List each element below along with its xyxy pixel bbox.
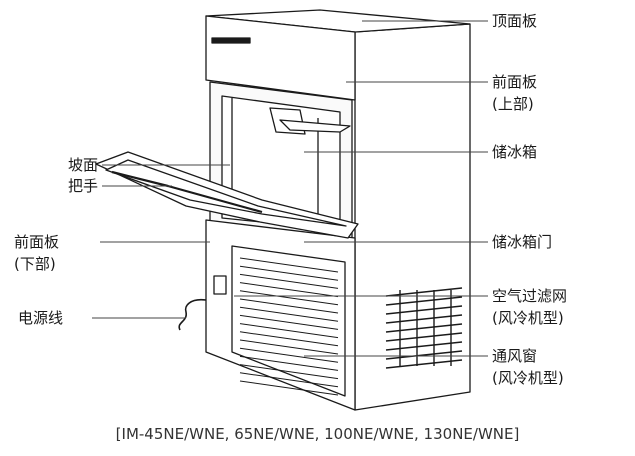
label-storage-bin: 储冰箱 <box>492 143 538 161</box>
label-top-panel: 顶面板 <box>492 12 538 30</box>
model-caption: [IM-45NE/WNE, 65NE/WNE, 100NE/WNE, 130NE… <box>115 425 520 443</box>
label-bin-door: 储冰箱门 <box>492 233 553 251</box>
label-louver-sub: (风冷机型) <box>492 369 564 387</box>
label-air-filter: 空气过滤网 <box>492 287 568 305</box>
label-front-panel-upper: 前面板 <box>492 73 538 91</box>
power-switch <box>213 275 227 295</box>
label-front-panel-lower: 前面板 <box>14 233 60 251</box>
power-cord <box>178 298 207 331</box>
door-handle <box>111 170 263 214</box>
label-front-panel-upper-sub: (上部) <box>492 95 534 113</box>
label-front-panel-lower-sub: (下部) <box>14 255 56 273</box>
label-slope: 坡面 <box>67 156 98 174</box>
side-louvres <box>385 287 463 369</box>
label-power-cord: 电源线 <box>18 309 64 327</box>
label-handle: 把手 <box>67 177 98 195</box>
label-air-filter-sub: (风冷机型) <box>492 309 564 327</box>
front-panel-upper <box>205 15 356 101</box>
air-filter-louvres <box>239 257 339 396</box>
label-louver: 通风窗 <box>492 347 538 365</box>
